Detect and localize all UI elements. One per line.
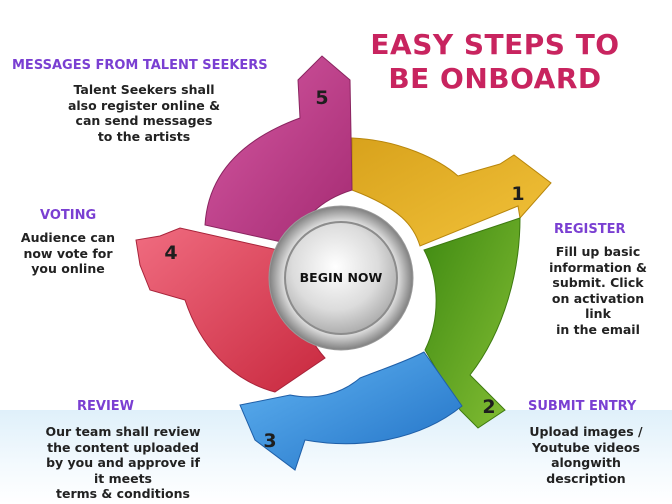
step-5-number: 5	[315, 87, 328, 109]
step-2-number: 2	[482, 396, 495, 418]
step-4-title: VOTING	[40, 208, 97, 223]
step-4-number: 4	[164, 242, 177, 264]
step-3-title: REVIEW	[77, 399, 135, 414]
step-2-title: SUBMIT ENTRY	[528, 399, 637, 414]
step-1-title: REGISTER	[554, 222, 626, 237]
step-1-description: Fill up basic information & submit. Clic…	[536, 244, 660, 337]
step-2-description: Upload images / Youtube videos alongwith…	[529, 424, 643, 486]
step-3-description: Our team shall review the content upload…	[45, 424, 201, 501]
step-2-segment	[423, 217, 521, 429]
begin-now-label: BEGIN NOW	[300, 270, 383, 285]
step-5-description: Talent Seekers shall also register onlin…	[44, 82, 244, 144]
step-3-number: 3	[263, 430, 276, 452]
step-1-segment	[351, 137, 552, 247]
page-title: EASY STEPS TO BE ONBOARD	[370, 28, 620, 95]
step-3-segment	[239, 351, 463, 471]
step-5-title: MESSAGES FROM TALENT SEEKERS	[12, 58, 268, 73]
begin-now-button[interactable]	[284, 221, 398, 335]
step-1-number: 1	[511, 183, 524, 205]
step-4-description: Audience can now vote for you online	[10, 230, 126, 277]
